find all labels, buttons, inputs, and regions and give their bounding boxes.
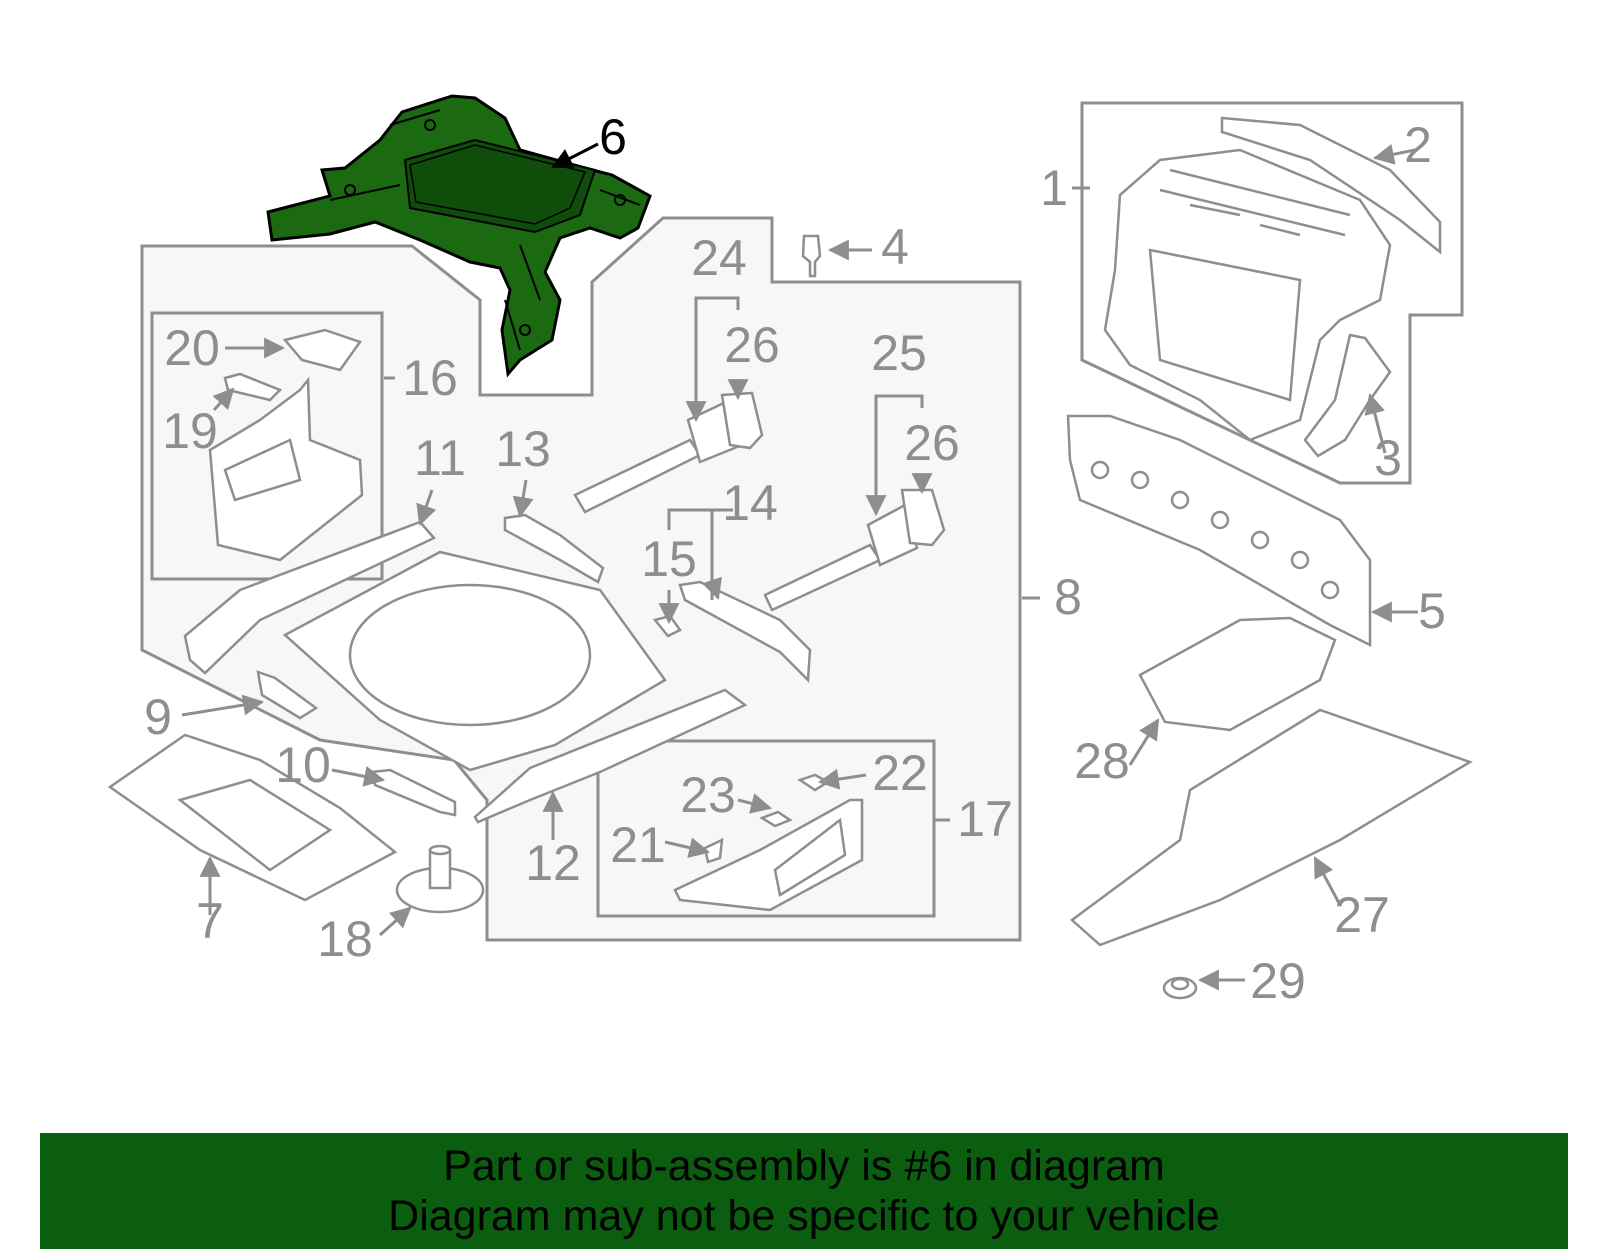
- callout-2: 2: [1404, 117, 1432, 173]
- info-banner: Part or sub-assembly is #6 in diagram Di…: [40, 1133, 1568, 1249]
- part-5-rear-panel[interactable]: [1066, 414, 1372, 648]
- callout-29: 29: [1250, 953, 1306, 1009]
- part-16-battery-tray[interactable]: [208, 376, 364, 562]
- callout-20: 20: [164, 320, 220, 376]
- part-1-panel-assembly[interactable]: [1103, 148, 1392, 442]
- callout-10: 10: [275, 737, 331, 793]
- callout-8: 8: [1054, 569, 1082, 625]
- callout-12: 12: [525, 835, 581, 891]
- callout-11: 11: [414, 430, 466, 486]
- part-17-bracket-assembly[interactable]: [673, 798, 864, 912]
- callout-27: 27: [1334, 887, 1390, 943]
- callout-22: 22: [872, 745, 928, 801]
- part-26-mounting-plate[interactable]: [720, 391, 946, 547]
- part-25-crash-tube[interactable]: [763, 503, 919, 612]
- part-7-floor-panel[interactable]: [107, 733, 398, 902]
- callout-25: 25: [871, 325, 927, 381]
- callout-6: 6: [599, 109, 627, 165]
- callout-26b: 26: [904, 415, 960, 471]
- callout-13: 13: [495, 421, 551, 477]
- callout-14: 14: [722, 475, 778, 531]
- callout-24: 24: [691, 230, 747, 286]
- callout-23: 23: [680, 767, 736, 823]
- callout-26a: 26: [724, 317, 780, 373]
- part-27-underbody-shield[interactable]: [1070, 708, 1473, 947]
- callout-3: 3: [1374, 430, 1402, 486]
- part-23-clip[interactable]: [759, 810, 793, 828]
- part-10-bracket[interactable]: [370, 768, 457, 817]
- part-18-spare-wheel-mount[interactable]: [395, 844, 485, 914]
- callout-5: 5: [1418, 583, 1446, 639]
- leader-lines: [181, 143, 1418, 991]
- callout-19: 19: [162, 403, 218, 459]
- part-20-bracket[interactable]: [282, 328, 362, 372]
- callout-9: 9: [144, 689, 172, 745]
- part-11-side-rail[interactable]: [183, 520, 437, 675]
- part-3-bracket[interactable]: [1303, 333, 1392, 458]
- callout-18: 18: [317, 911, 373, 967]
- callout-7: 7: [196, 893, 224, 949]
- spare-wheel-well: [282, 550, 667, 772]
- banner-line-2: Diagram may not be specific to your vehi…: [388, 1192, 1220, 1240]
- callout-16: 16: [402, 350, 458, 406]
- callout-15: 15: [641, 531, 697, 587]
- part-12-side-rail[interactable]: [473, 688, 748, 824]
- callout-4: 4: [881, 219, 909, 275]
- part-28-shield[interactable]: [1138, 616, 1337, 732]
- part-9-bracket[interactable]: [256, 670, 319, 720]
- part-2-upper-rail[interactable]: [1220, 116, 1442, 255]
- part-29-nut[interactable]: [1162, 976, 1198, 1000]
- leader-line-6: [551, 142, 599, 169]
- part-4-clip[interactable]: [801, 234, 822, 278]
- callout-28: 28: [1074, 733, 1130, 789]
- part-13-reinforcement[interactable]: [503, 513, 605, 584]
- banner-line-1: Part or sub-assembly is #6 in diagram: [443, 1142, 1165, 1190]
- callout-17: 17: [957, 791, 1013, 847]
- callout-21: 21: [610, 817, 666, 873]
- callout-1: 1: [1040, 160, 1068, 216]
